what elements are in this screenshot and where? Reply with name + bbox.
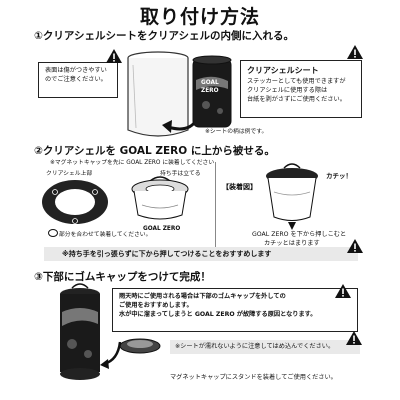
align-note: 部分を合わせて装着してください。 [59, 232, 152, 238]
magnet-note: ※マグネットキャップを先に GOAL ZERO に装着してください [50, 160, 215, 166]
shell-top-ring-illustration [42, 180, 108, 224]
rain-note-line-3: 水が中に溜まってしまうと GOAL ZERO が故障する原因となります。 [119, 310, 317, 318]
step1-caution-box: 表面は傷がつきやすい のでご注意ください。 [38, 62, 118, 98]
step3-rain-note: 雨天時にご使用される場合は下部のゴムキャップを外しての ご使用をおすすめします。… [112, 288, 358, 332]
step1-heading: ①クリアシェルシートをクリアシェルの内側に入れる。 [34, 30, 295, 42]
warning-triangle-icon [106, 49, 122, 63]
installed-lantern-illustration [266, 163, 318, 230]
install-note-1: GOAL ZERO を下から押しこむと [252, 231, 347, 238]
installed-label: 【装着図】 [222, 183, 257, 191]
rain-note-line-2: ご使用をおすすめします。 [119, 301, 193, 309]
sheet-text-zero: ZERO [201, 88, 219, 94]
step2-notice-text: ※持ち手を引っ張らずに下から押してつけることをおすすめします [62, 250, 272, 258]
shell-top-label: クリアシェル上部 [46, 171, 93, 177]
page-title: 取り付け方法 [139, 6, 260, 28]
rain-note-line-1: 雨天時にご使用される場合は下部のゴムキャップを外しての [119, 293, 286, 300]
caution-line-1: 表面は傷がつきやすい [45, 67, 107, 74]
step3-notice-bar: ※シートが濡れないように注意してはめ込んでください。 [170, 340, 360, 354]
warning-triangle-icon [346, 331, 362, 345]
step2-heading: ②クリアシェルを GOAL ZERO に上から被せる。 [34, 145, 275, 157]
click-label: カチッ！ [326, 172, 352, 180]
caution-line-2: のでご注意ください。 [45, 75, 107, 83]
finished-lantern-illustration [60, 283, 100, 380]
step1-sheet-note: クリアシェルシート ステッカーとしても使用できますが クリアシェルに使用する際は… [240, 60, 362, 118]
sheet-example-note: ※シートの柄は例です。 [205, 129, 268, 135]
rubber-cap-illustration [119, 338, 161, 354]
graphic-sheet-illustration [192, 55, 232, 128]
sheet-note-line-2: クリアシェルに使用する際は [247, 86, 328, 94]
sheet-note-title: クリアシェルシート [247, 66, 319, 75]
warning-triangle-icon [347, 45, 363, 59]
divider [215, 162, 216, 254]
warning-triangle-icon [347, 239, 363, 253]
sheet-note-line-1: ステッカーとしても使用できますが [247, 78, 346, 85]
align-marker-icon [48, 229, 58, 237]
step2-notice-bar: ※持ち手を引っ張らずに下から押してつけることをおすすめします [44, 247, 358, 261]
warning-triangle-icon [335, 284, 351, 298]
sheet-note-line-3: 台紙を剥がさずにご使用ください。 [247, 95, 346, 103]
install-note-2: カチッとはまります [264, 240, 320, 247]
goal-zero-lantern-illustration [131, 176, 189, 220]
cap-arrow-icon [100, 341, 122, 369]
step3-notice-text: ※シートが濡れないように注意してはめ込んでください。 [175, 343, 335, 350]
goal-zero-label: GOAL ZERO [143, 226, 181, 232]
clear-sheet-illustration [127, 51, 189, 137]
sheet-text-goal: GOAL [201, 80, 219, 86]
step3-heading: ③下部にゴムキャップをつけて完成！ [34, 271, 211, 283]
footer-note: マグネットキャップにスタンドを装着してご使用ください。 [170, 374, 337, 381]
handle-label: 持ち手は立てる [160, 171, 201, 177]
